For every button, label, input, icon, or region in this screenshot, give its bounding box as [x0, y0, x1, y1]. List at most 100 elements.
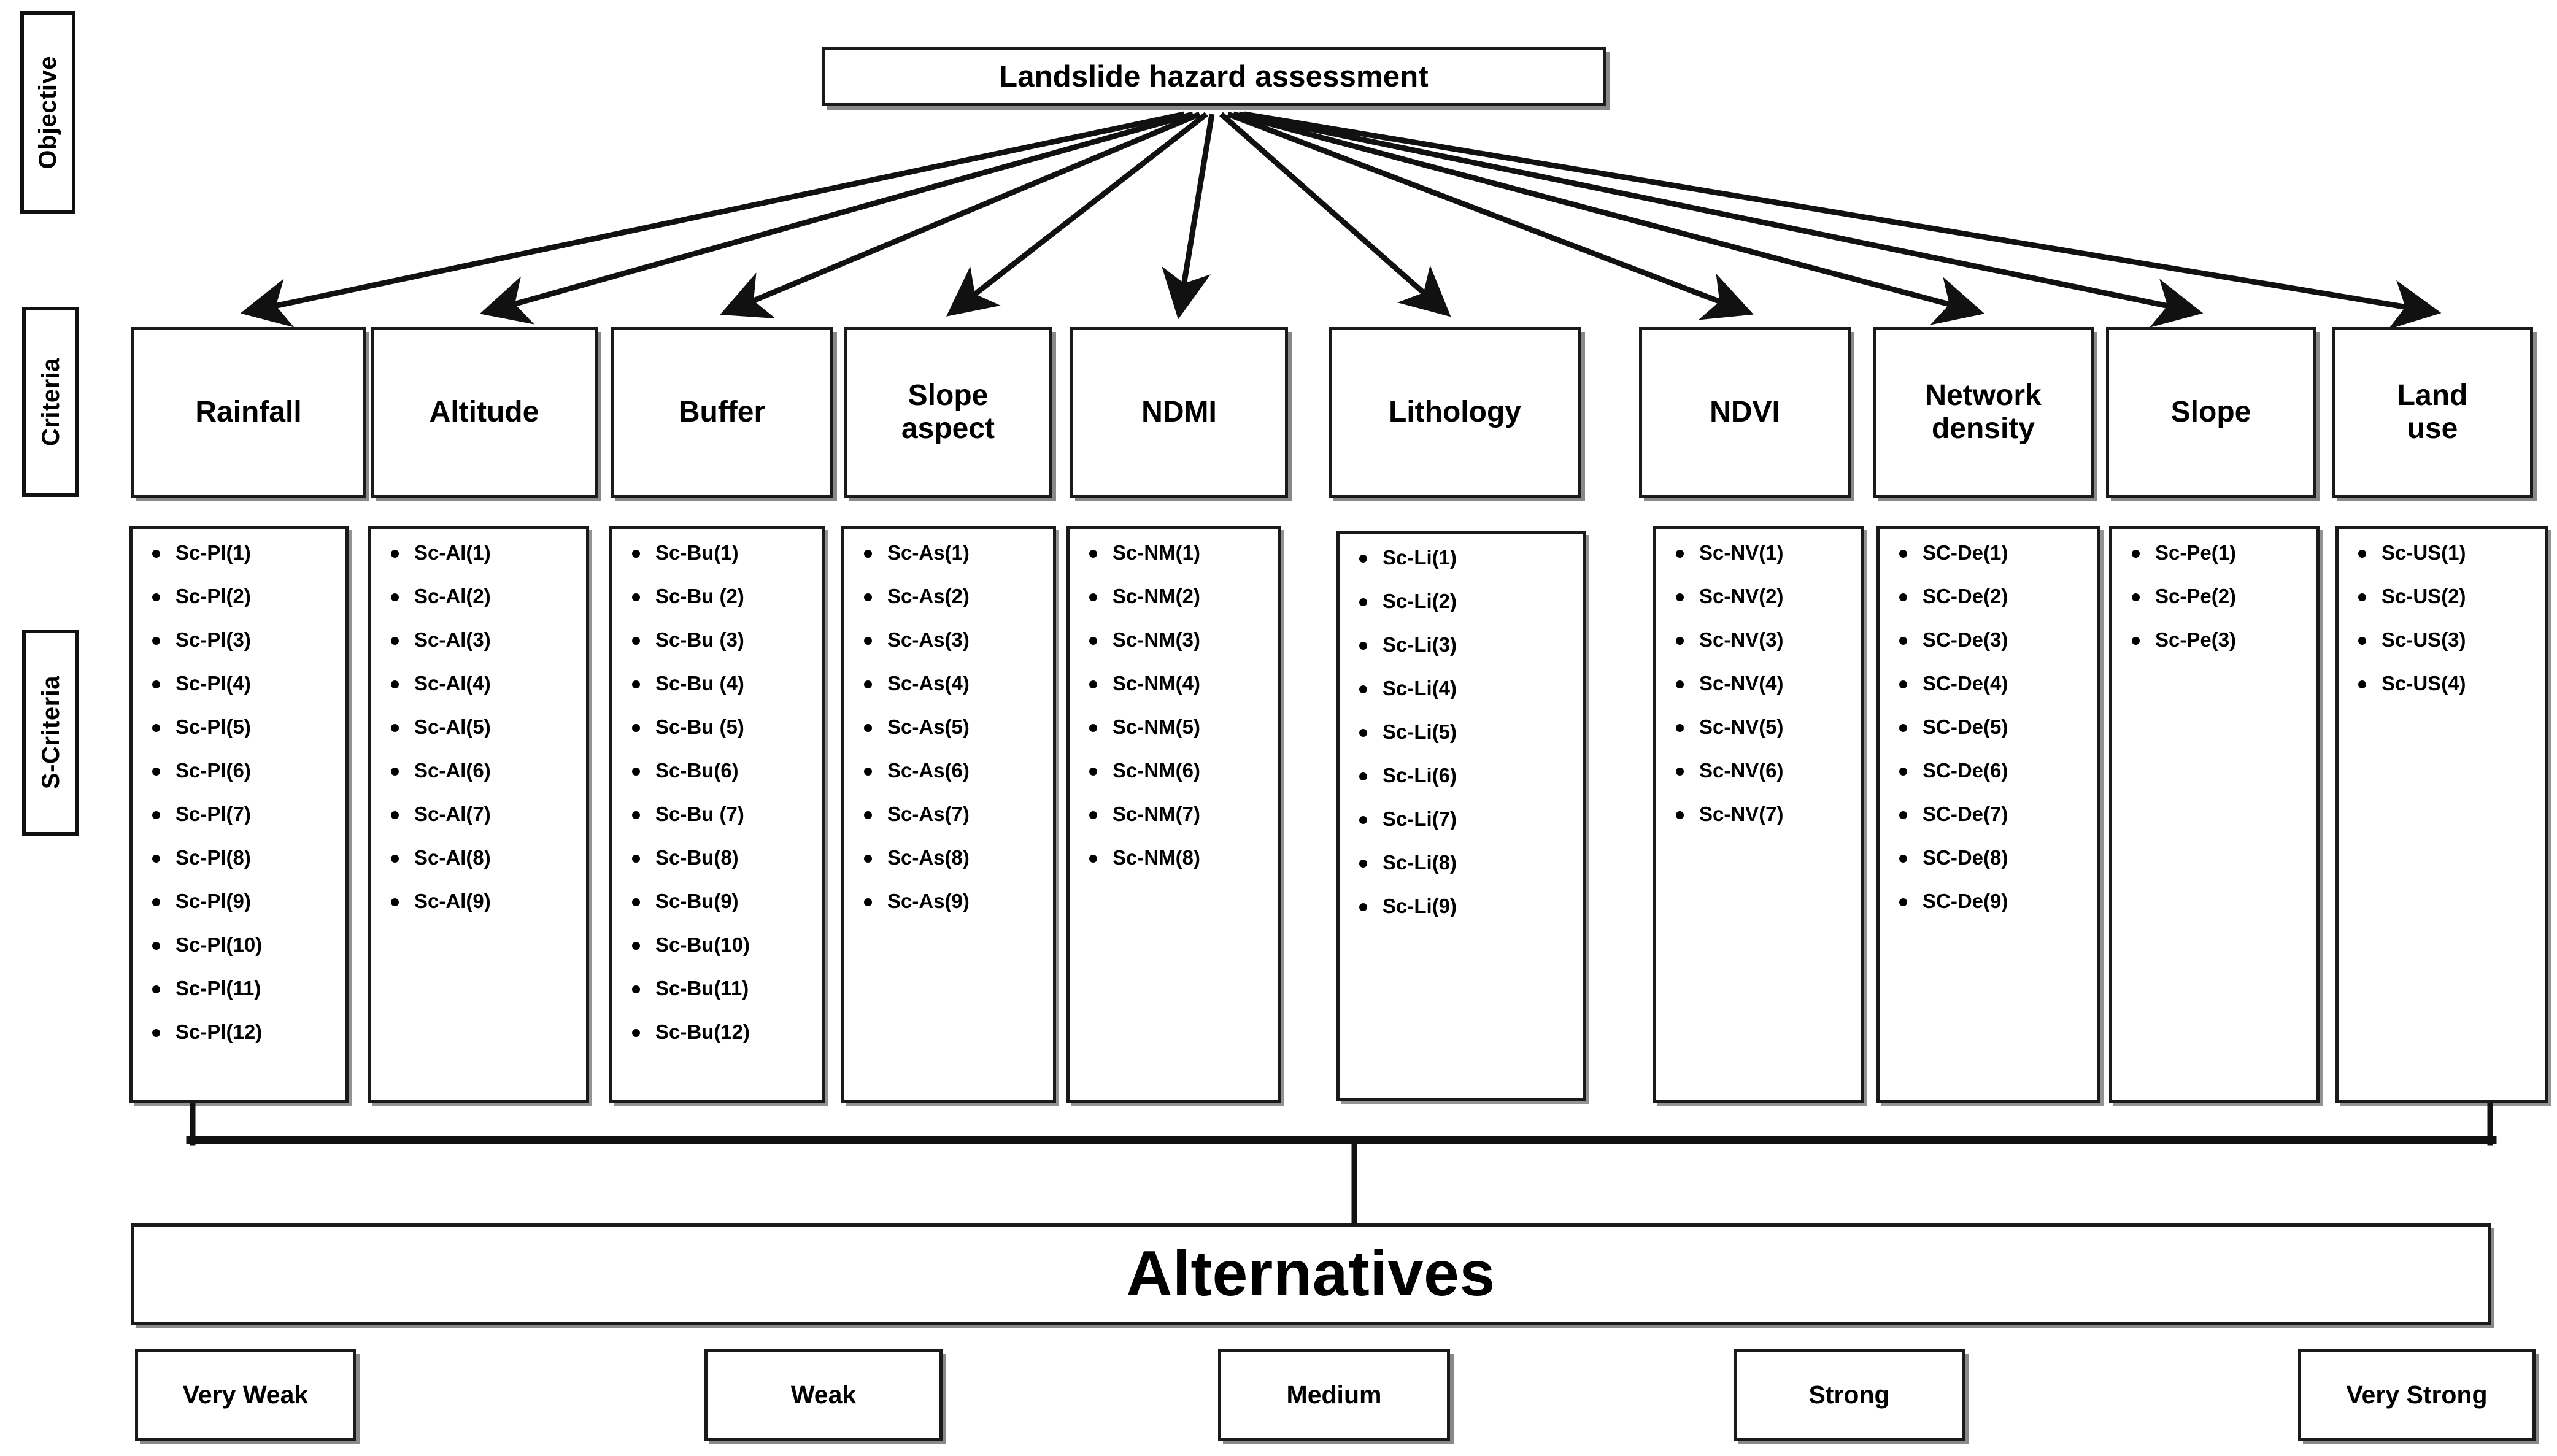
subcriteria-item: Sc-Al(8): [390, 847, 586, 868]
subcriteria-item: Sc-Pe(3): [2131, 630, 2316, 650]
alternative-strong[interactable]: Strong: [1734, 1349, 1965, 1441]
subcriteria-item: Sc-As(3): [863, 630, 1053, 650]
subcriteria-item: Sc-US(4): [2357, 673, 2545, 693]
criteria-box-lithology[interactable]: Lithology: [1329, 327, 1581, 498]
subcriteria-item: Sc-Bu(8): [631, 847, 822, 868]
subcriteria-box-ndvi[interactable]: Sc-NV(1)Sc-NV(2)Sc-NV(3)Sc-NV(4)Sc-NV(5)…: [1653, 526, 1864, 1103]
subcriteria-box-altitude[interactable]: Sc-Al(1)Sc-Al(2)Sc-Al(3)Sc-Al(4)Sc-Al(5)…: [368, 526, 589, 1103]
subcriteria-item: Sc-Li(8): [1358, 852, 1583, 872]
subcriteria-item: Sc-Bu (7): [631, 804, 822, 824]
subcriteria-item: SC-De(9): [1898, 891, 2097, 911]
subcriteria-list: Sc-Bu(1)Sc-Bu (2)Sc-Bu (3)Sc-Bu (4)Sc-Bu…: [612, 529, 822, 1042]
subcriteria-box-slope-aspect[interactable]: Sc-As(1)Sc-As(2)Sc-As(3)Sc-As(4)Sc-As(5)…: [841, 526, 1056, 1103]
subcriteria-item: Sc-Li(3): [1358, 634, 1583, 655]
subcriteria-item: Sc-Bu(1): [631, 542, 822, 563]
subcriteria-item: SC-De(5): [1898, 717, 2097, 737]
criteria-label: NDMI: [1141, 396, 1217, 429]
subcriteria-item: Sc-NV(3): [1675, 630, 1861, 650]
subcriteria-item: Sc-Al(2): [390, 586, 586, 606]
subcriteria-box-rainfall[interactable]: Sc-Pl(1)Sc-Pl(2)Sc-Pl(3)Sc-Pl(4)Sc-Pl(5)…: [129, 526, 349, 1103]
subcriteria-item: Sc-NM(6): [1088, 760, 1278, 780]
alternatives-box[interactable]: Alternatives: [131, 1223, 2491, 1325]
subcriteria-box-land-use[interactable]: Sc-US(1)Sc-US(2)Sc-US(3)Sc-US(4): [2335, 526, 2548, 1103]
subcriteria-item: Sc-Bu(11): [631, 978, 822, 998]
subcriteria-item: Sc-As(9): [863, 891, 1053, 911]
subcriteria-item: SC-De(4): [1898, 673, 2097, 693]
criteria-label: Rainfall: [195, 396, 302, 429]
subcriteria-item: Sc-NM(7): [1088, 804, 1278, 824]
objective-box[interactable]: Landslide hazard assessment: [822, 47, 1606, 106]
subcriteria-item: Sc-NM(4): [1088, 673, 1278, 693]
criteria-label: Slope: [2170, 396, 2251, 429]
subcriteria-item: Sc-Al(4): [390, 673, 586, 693]
subcriteria-item: Sc-Pe(2): [2131, 586, 2316, 606]
criteria-box-ndmi[interactable]: NDMI: [1070, 327, 1288, 498]
subcriteria-item: Sc-US(1): [2357, 542, 2545, 563]
subcriteria-item: Sc-NV(2): [1675, 586, 1861, 606]
alternative-weak[interactable]: Weak: [704, 1349, 943, 1441]
subcriteria-item: Sc-Li(1): [1358, 547, 1583, 568]
subcriteria-item: Sc-Al(5): [390, 717, 586, 737]
alternative-medium[interactable]: Medium: [1218, 1349, 1450, 1441]
alternative-label: Strong: [1808, 1380, 1890, 1409]
alternative-very-weak[interactable]: Very Weak: [135, 1349, 356, 1441]
subcriteria-item: Sc-NM(1): [1088, 542, 1278, 563]
alternative-label: Very Weak: [182, 1380, 309, 1409]
subcriteria-list: Sc-US(1)Sc-US(2)Sc-US(3)Sc-US(4): [2339, 529, 2545, 693]
subcriteria-item: Sc-As(8): [863, 847, 1053, 868]
subcriteria-item: Sc-Li(9): [1358, 896, 1583, 916]
subcriteria-list: Sc-Pl(1)Sc-Pl(2)Sc-Pl(3)Sc-Pl(4)Sc-Pl(5)…: [133, 529, 345, 1042]
subcriteria-item: Sc-Bu (3): [631, 630, 822, 650]
subcriteria-list: Sc-Pe(1)Sc-Pe(2)Sc-Pe(3): [2112, 529, 2316, 650]
subcriteria-item: Sc-Al(9): [390, 891, 586, 911]
subcriteria-item: Sc-As(5): [863, 717, 1053, 737]
subcriteria-item: Sc-Li(6): [1358, 765, 1583, 785]
subcriteria-item: Sc-As(7): [863, 804, 1053, 824]
subcriteria-item: Sc-Pl(4): [151, 673, 345, 693]
criteria-label: Altitude: [429, 396, 539, 429]
subcriteria-item: Sc-As(2): [863, 586, 1053, 606]
subcriteria-item: Sc-NV(4): [1675, 673, 1861, 693]
subcriteria-item: Sc-Pl(1): [151, 542, 345, 563]
subcriteria-list: Sc-Al(1)Sc-Al(2)Sc-Al(3)Sc-Al(4)Sc-Al(5)…: [371, 529, 586, 911]
criteria-box-rainfall[interactable]: Rainfall: [131, 327, 366, 498]
subcriteria-item: SC-De(8): [1898, 847, 2097, 868]
objective-title: Landslide hazard assessment: [999, 60, 1429, 93]
subcriteria-item: Sc-Bu (5): [631, 717, 822, 737]
alternative-label: Weak: [790, 1380, 857, 1409]
subcriteria-item: Sc-As(6): [863, 760, 1053, 780]
subcriteria-item: Sc-US(3): [2357, 630, 2545, 650]
criteria-label: Lithology: [1389, 396, 1521, 429]
alternative-label: Very Strong: [2346, 1380, 2488, 1409]
alternative-very-strong[interactable]: Very Strong: [2298, 1349, 2536, 1441]
subcriteria-box-slope[interactable]: Sc-Pe(1)Sc-Pe(2)Sc-Pe(3): [2109, 526, 2320, 1103]
subcriteria-item: Sc-Li(2): [1358, 591, 1583, 611]
subcriteria-item: SC-De(3): [1898, 630, 2097, 650]
subcriteria-box-lithology[interactable]: Sc-Li(1)Sc-Li(2)Sc-Li(3)Sc-Li(4)Sc-Li(5)…: [1336, 531, 1586, 1101]
criteria-box-buffer[interactable]: Buffer: [611, 327, 833, 498]
subcriteria-item: Sc-Pl(11): [151, 978, 345, 998]
criteria-box-ndvi[interactable]: NDVI: [1639, 327, 1851, 498]
level-label-subcriteria: S-Criteria: [22, 630, 79, 836]
subcriteria-item: SC-De(7): [1898, 804, 2097, 824]
subcriteria-list: Sc-As(1)Sc-As(2)Sc-As(3)Sc-As(4)Sc-As(5)…: [844, 529, 1053, 911]
criteria-box-slope[interactable]: Slope: [2106, 327, 2316, 498]
subcriteria-item: Sc-NV(1): [1675, 542, 1861, 563]
subcriteria-box-ndmi[interactable]: Sc-NM(1)Sc-NM(2)Sc-NM(3)Sc-NM(4)Sc-NM(5)…: [1066, 526, 1281, 1103]
criteria-box-altitude[interactable]: Altitude: [371, 327, 598, 498]
subcriteria-list: Sc-NV(1)Sc-NV(2)Sc-NV(3)Sc-NV(4)Sc-NV(5)…: [1656, 529, 1861, 824]
subcriteria-list: Sc-Li(1)Sc-Li(2)Sc-Li(3)Sc-Li(4)Sc-Li(5)…: [1340, 534, 1583, 916]
subcriteria-box-network-density[interactable]: SC-De(1)SC-De(2)SC-De(3)SC-De(4)SC-De(5)…: [1876, 526, 2100, 1103]
alternatives-title: Alternatives: [1126, 1238, 1495, 1309]
subcriteria-item: Sc-Pl(5): [151, 717, 345, 737]
subcriteria-item: Sc-As(4): [863, 673, 1053, 693]
subcriteria-box-buffer[interactable]: Sc-Bu(1)Sc-Bu (2)Sc-Bu (3)Sc-Bu (4)Sc-Bu…: [609, 526, 825, 1103]
level-label-criteria: Criteria: [22, 307, 79, 497]
subcriteria-item: Sc-Pl(6): [151, 760, 345, 780]
